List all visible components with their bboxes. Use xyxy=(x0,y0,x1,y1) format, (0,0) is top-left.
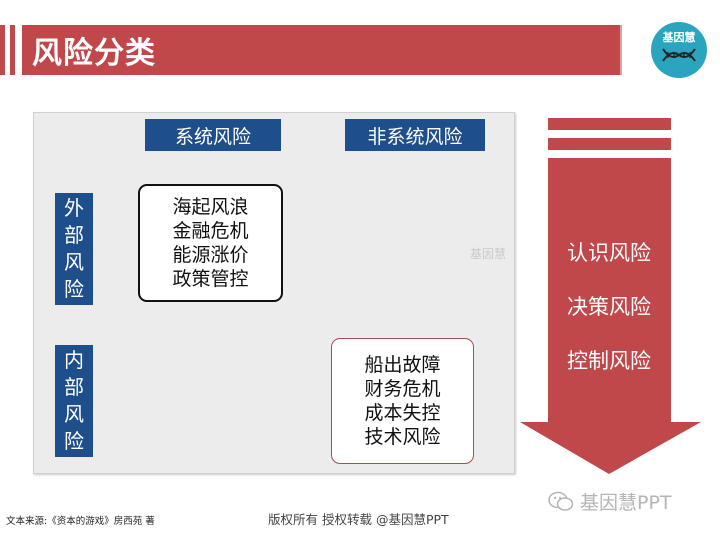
arrow-item: 控制风险 xyxy=(567,349,651,373)
arrow-bar xyxy=(548,138,671,150)
risk-item: 能源涨价 xyxy=(172,244,249,266)
down-arrow-icon xyxy=(520,158,701,474)
risk-item: 政策管控 xyxy=(172,268,249,290)
row-header-char: 险 xyxy=(64,277,84,301)
row-header-char: 险 xyxy=(64,429,84,453)
row-header-char: 部 xyxy=(64,223,84,247)
page-title: 风险分类 xyxy=(32,36,156,71)
row-header-char: 部 xyxy=(64,375,84,399)
risk-item: 技术风险 xyxy=(364,426,441,448)
watermark: 基因慧 xyxy=(470,247,507,261)
arrow-item: 决策风险 xyxy=(567,295,651,319)
title-bar: 风险分类 xyxy=(22,25,622,75)
title-stripe xyxy=(10,25,15,75)
systematic-risk-box: 海起风浪 金融危机 能源涨价 政策管控 xyxy=(138,184,283,302)
arrow-item: 认识风险 xyxy=(567,241,651,265)
arrow-bar xyxy=(548,118,671,130)
nonsystematic-risk-box: 船出故障 财务危机 成本失控 技术风险 xyxy=(331,338,474,464)
row-header-char: 外 xyxy=(64,196,84,220)
wechat-icon xyxy=(548,491,574,511)
risk-item: 成本失控 xyxy=(364,402,441,424)
row-header-char: 风 xyxy=(64,402,84,426)
logo-text: 基因慧 xyxy=(662,31,696,44)
dna-icon xyxy=(662,48,696,62)
row-header-internal: 内 部 风 险 xyxy=(55,345,93,457)
risk-item: 海起风浪 xyxy=(172,196,249,218)
source-note: 文本来源:《资本的游戏》房西苑 著 xyxy=(6,516,155,527)
logo: 基因慧 xyxy=(651,22,707,78)
row-header-char: 风 xyxy=(64,250,84,274)
risk-item: 金融危机 xyxy=(172,220,249,242)
row-header-char: 内 xyxy=(64,348,84,372)
risk-item: 财务危机 xyxy=(364,378,441,400)
wechat-badge: 基因慧PPT xyxy=(548,488,672,515)
risk-item: 船出故障 xyxy=(364,354,441,376)
col-header-systematic: 系统风险 xyxy=(145,119,281,151)
row-header-external: 外 部 风 险 xyxy=(55,193,93,305)
wechat-label: 基因慧PPT xyxy=(580,492,672,514)
copyright-note: 版权所有 授权转载 @基因慧PPT xyxy=(268,512,449,527)
col-header-nonsystematic: 非系统风险 xyxy=(345,119,485,151)
risk-matrix-panel: 系统风险 非系统风险 外 部 风 险 内 部 风 险 海起风浪 金融危机 能源涨… xyxy=(33,112,515,474)
arrow-items: 认识风险 决策风险 控制风险 xyxy=(548,236,670,398)
title-stripe xyxy=(0,25,5,75)
